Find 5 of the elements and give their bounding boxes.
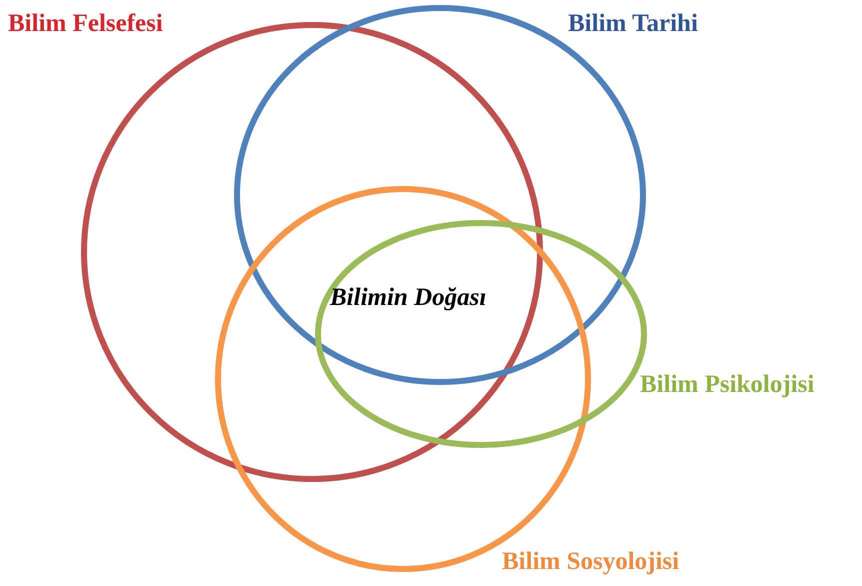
circle-label: Bilim Felsefesi: [8, 10, 163, 38]
circle-label: Bilim Sosyolojisi: [502, 548, 680, 576]
center-label: Bilimin Doğası: [330, 284, 486, 312]
circle-label: Bilim Psikolojisi: [640, 371, 814, 399]
circle-label: Bilim Tarihi: [568, 10, 698, 38]
